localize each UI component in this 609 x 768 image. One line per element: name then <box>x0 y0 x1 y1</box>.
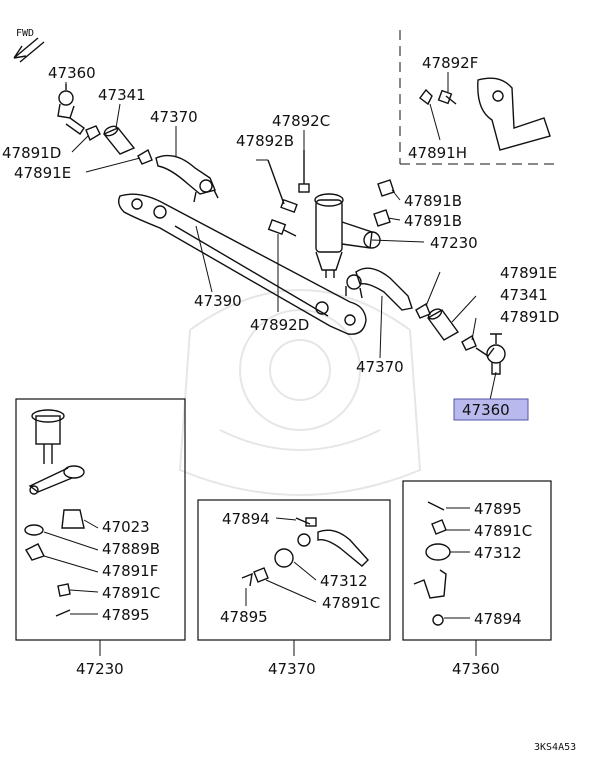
box-47370-item-1: 47312 <box>320 572 368 590</box>
box-47370-title: 47370 <box>268 660 316 678</box>
box-47230-item-3: 47891C <box>102 584 160 602</box>
box-47360 <box>402 480 552 641</box>
adjusting-sleeve-top <box>102 125 136 155</box>
idler-arm-47230 <box>314 193 381 278</box>
label-47360-highlight[interactable]: 47360 <box>462 401 510 419</box>
box-47230-item-4: 47895 <box>102 606 150 624</box>
label-47891b-1: 47891B <box>404 192 462 210</box>
inset-frame <box>399 30 560 165</box>
tie-rod-end-right <box>475 333 506 375</box>
box-47360-parts <box>413 501 470 626</box>
box-47230-item-0: 47023 <box>102 518 150 536</box>
nut-47891b-1 <box>377 179 395 197</box>
tie-rod-end-left <box>57 84 85 135</box>
leader-lines <box>65 72 497 401</box>
label-47370-top: 47370 <box>150 108 198 126</box>
highlight-47360[interactable] <box>453 398 529 421</box>
label-47230-main: 47230 <box>430 234 478 252</box>
box-47360-item-1: 47891C <box>474 522 532 540</box>
label-47370-mid: 47370 <box>356 358 404 376</box>
box-47360-item-2: 47312 <box>474 544 522 562</box>
box-47230-item-2: 47891F <box>102 562 158 580</box>
label-47891b-2: 47891B <box>404 212 462 230</box>
label-47892f: 47892F <box>422 54 478 72</box>
label-47341-right: 47341 <box>500 286 548 304</box>
nut-47891b-2 <box>373 209 391 227</box>
label-47892c: 47892C <box>272 112 330 130</box>
label-47341-top: 47341 <box>98 86 146 104</box>
adjusting-sleeve-right <box>426 308 460 341</box>
label-47891e-left: 47891E <box>14 164 71 182</box>
box-47370-item-2: 47895 <box>220 608 268 626</box>
box-47360-item-3: 47894 <box>474 610 522 628</box>
box-47230-parts <box>24 409 99 617</box>
label-47891d-right: 47891D <box>500 308 559 326</box>
bolt-47892c <box>298 150 310 193</box>
tie-rod-47370-top <box>155 154 219 203</box>
box-47360-title: 47360 <box>452 660 500 678</box>
box-47370-parts <box>241 517 369 606</box>
label-47892b: 47892B <box>236 132 294 150</box>
box-47370-item-0: 47894 <box>222 510 270 528</box>
label-47891e-right: 47891E <box>500 264 557 282</box>
fwd-label: FWD <box>16 28 34 39</box>
center-link-47390 <box>117 193 367 335</box>
nut-47891e-top <box>137 148 153 165</box>
label-47892d: 47892D <box>250 316 309 334</box>
box-47230-title: 47230 <box>76 660 124 678</box>
diagram-code: 3KS4A53 <box>534 742 576 753</box>
label-47891h: 47891H <box>408 144 467 162</box>
tie-rod-47370-mid <box>345 267 413 311</box>
nut-47891e-right <box>415 302 431 319</box>
watermark-logo <box>178 289 422 496</box>
box-47370-item-3: 47891C <box>322 594 380 612</box>
nut-left <box>85 125 101 142</box>
nut-47891d-right <box>461 334 477 351</box>
box-47230-item-1: 47889B <box>102 540 160 558</box>
fwd-arrow-icon <box>13 37 45 63</box>
box-47230 <box>15 398 186 641</box>
bolt-47892d <box>267 219 297 237</box>
label-47891d-left: 47891D <box>2 144 61 162</box>
label-47360-top: 47360 <box>48 64 96 82</box>
box-47360-item-0: 47895 <box>474 500 522 518</box>
label-47390: 47390 <box>194 292 242 310</box>
bolt-47892b <box>267 159 298 214</box>
